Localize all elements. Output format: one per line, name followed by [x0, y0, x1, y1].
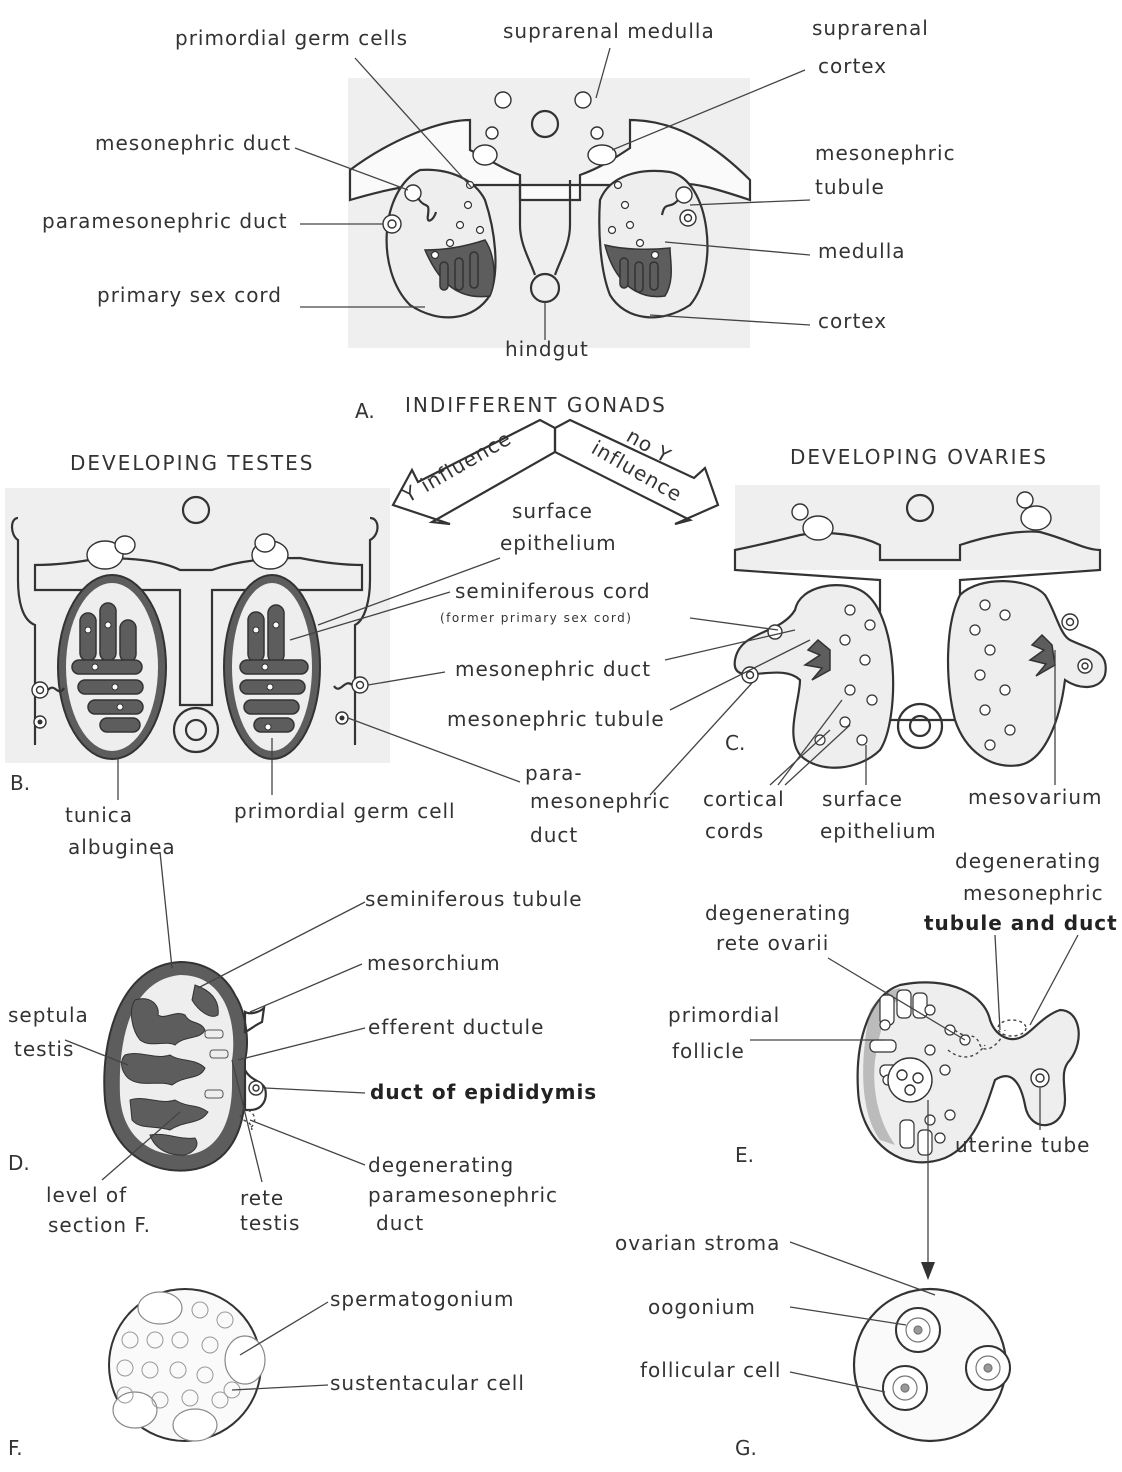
label-cortical: cortical [703, 787, 785, 811]
label-septula: septula [8, 1003, 89, 1027]
heading-developing-ovaries: DEVELOPING OVARIES [790, 445, 1048, 469]
heading-developing-testes: DEVELOPING TESTES [70, 451, 314, 475]
panel-label-c: C. [725, 731, 745, 755]
label-mesonephric-tubule-1: mesonephric [815, 141, 956, 165]
label-mesonephric-e: mesonephric [963, 881, 1104, 905]
label-suprarenal-medulla: suprarenal medulla [503, 19, 715, 43]
label-degenerating-d: degenerating [368, 1153, 514, 1177]
label-spermatogonium: spermatogonium [330, 1287, 514, 1311]
label-mesonephric-tubule-b: mesonephric tubule [447, 707, 665, 731]
label-seminiferous-tubule: seminiferous tubule [365, 887, 583, 911]
label-rete-testis: testis [240, 1211, 300, 1235]
label-surface-c: surface [822, 787, 903, 811]
label-level-of: level of [46, 1183, 127, 1207]
label-albuginea: albuginea [68, 835, 176, 859]
label-tubule-and-duct: tubule and duct [924, 911, 1118, 935]
label-mesonephric-tubule-2: tubule [815, 175, 885, 199]
label-efferent-ductule: efferent ductule [368, 1015, 544, 1039]
panel-b: DEVELOPING TESTES [5, 451, 671, 859]
label-cortex: cortex [818, 309, 887, 333]
label-hindgut: hindgut [505, 337, 589, 361]
label-primordial-germ-cells: primordial germ cells [175, 26, 408, 50]
label-former-primary-sex-cord: (former primary sex cord) [440, 611, 632, 625]
label-primordial-e: primordial [668, 1003, 780, 1027]
heading-indifferent-gonads: INDIFFERENT GONADS [405, 393, 667, 417]
label-tunica: tunica [65, 803, 133, 827]
label-testis: testis [14, 1037, 74, 1061]
label-oogonium: oogonium [648, 1295, 756, 1319]
label-degenerating-e: degenerating [955, 849, 1101, 873]
label-rete: rete [240, 1186, 284, 1210]
panel-e: degenerating mesonephric tubule and duct… [668, 849, 1118, 1280]
panel-label-g: G. [735, 1436, 757, 1460]
label-duct-d: duct [376, 1211, 424, 1235]
panel-g: ovarian stroma oogonium follicular cell … [615, 1231, 1010, 1460]
panel-d: seminiferous tubule mesorchium septula t… [8, 852, 597, 1237]
panel-label-d: D. [8, 1151, 30, 1175]
panel-a: primordial germ cells suprarenal medulla… [42, 16, 956, 423]
label-paramesonephric-d: paramesonephric [368, 1183, 558, 1207]
label-paramesonephric-duct-a: paramesonephric duct [42, 209, 288, 233]
label-seminiferous-cord: seminiferous cord [455, 579, 651, 603]
label-suprarenal-cortex-2: cortex [818, 54, 887, 78]
panel-label-a: A. [355, 399, 375, 423]
label-mesonephric-duct-a: mesonephric duct [95, 131, 291, 155]
label-surface-epithelium-1: surface [512, 499, 593, 523]
label-section-f: section F. [48, 1213, 151, 1237]
label-suprarenal-cortex-1: suprarenal [812, 16, 929, 40]
label-mesovarium: mesovarium [968, 785, 1102, 809]
label-sustentacular-cell: sustentacular cell [330, 1371, 525, 1395]
panel-label-f: F. [8, 1436, 23, 1460]
label-uterine-tube: uterine tube [955, 1133, 1090, 1157]
label-primordial-germ-cell: primordial germ cell [234, 799, 456, 823]
label-epithelium-c: epithelium [820, 819, 937, 843]
panel-label-b: B. [10, 771, 30, 795]
label-degenerating-rete: degenerating [705, 901, 851, 925]
label-mesonephric: mesonephric [530, 789, 671, 813]
label-mesonephric-duct-b: mesonephric duct [455, 657, 651, 681]
label-primary-sex-cord: primary sex cord [97, 283, 282, 307]
label-duct: duct [530, 823, 578, 847]
label-cords: cords [705, 819, 764, 843]
label-duct-of-epididymis: duct of epididymis [370, 1080, 597, 1104]
label-ovarian-stroma: ovarian stroma [615, 1231, 780, 1255]
panel-label-e: E. [735, 1143, 754, 1167]
label-rete-ovarii: rete ovarii [716, 931, 829, 955]
label-surface-epithelium-2: epithelium [500, 531, 617, 555]
label-y-influence: Y influence [398, 426, 516, 508]
label-follicle-e: follicle [672, 1039, 745, 1063]
label-medulla: medulla [818, 239, 906, 263]
label-follicular-cell: follicular cell [640, 1358, 781, 1382]
label-para: para- [525, 761, 583, 785]
panel-f: spermatogonium sustentacular cell F. [8, 1287, 525, 1460]
label-mesorchium: mesorchium [367, 951, 501, 975]
